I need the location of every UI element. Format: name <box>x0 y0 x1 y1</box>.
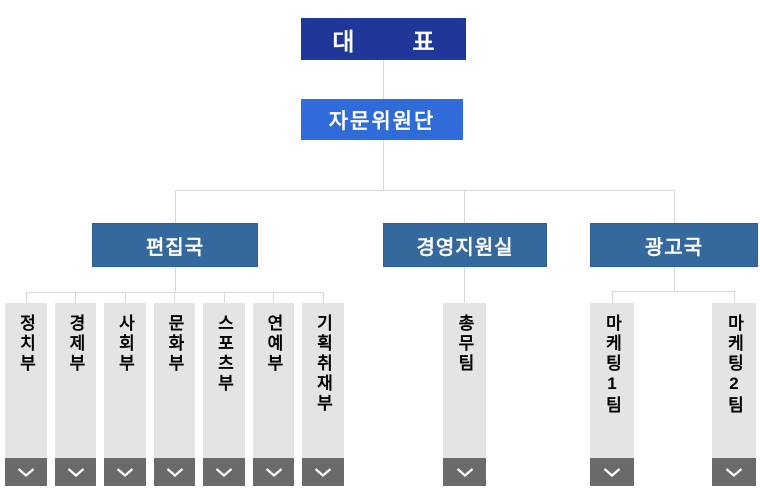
team-label: 마케팅1팀 <box>602 314 622 416</box>
team-card: 기획취재부 <box>302 303 344 486</box>
org-node-label: 자문위원단 <box>328 109 436 133</box>
connector-line <box>464 190 465 223</box>
team-card: 정치부 <box>5 303 47 486</box>
team-card: 사회부 <box>104 303 146 486</box>
org-node-label: 경영지원실 <box>416 236 514 259</box>
team-label: 경제부 <box>66 314 85 374</box>
chevron-down-icon <box>215 467 233 477</box>
team-expand-button[interactable] <box>154 458 195 486</box>
team-expand-button[interactable] <box>253 458 294 486</box>
connector-line <box>26 292 27 303</box>
connector-line <box>174 292 175 303</box>
team-label: 총무팀 <box>455 314 474 374</box>
chevron-down-icon <box>456 467 473 477</box>
team-label: 문화부 <box>165 314 184 374</box>
org-node-ceo: 대표 <box>301 18 466 60</box>
team-expand-button[interactable] <box>5 458 47 486</box>
chevron-down-icon <box>314 467 332 477</box>
org-node-label: 대표 <box>332 28 493 56</box>
org-node-label: 광고국 <box>644 236 704 259</box>
connector-line <box>464 267 465 303</box>
connector-line <box>224 292 225 303</box>
team-label: 스포츠부 <box>214 314 234 394</box>
connector-line <box>612 291 613 303</box>
team-label: 사회부 <box>115 314 135 374</box>
chevron-down-icon <box>67 467 84 477</box>
org-node-advertising-bureau: 광고국 <box>590 223 758 267</box>
org-node-management-support: 경영지원실 <box>383 223 547 267</box>
connector-line <box>75 292 76 303</box>
team-expand-button[interactable] <box>712 458 756 486</box>
team-expand-button[interactable] <box>302 458 344 486</box>
team-expand-button[interactable] <box>590 458 634 486</box>
team-card: 마케팅2팀 <box>712 303 756 486</box>
team-card: 경제부 <box>55 303 96 486</box>
team-card: 연예부 <box>253 303 294 486</box>
team-card: 스포츠부 <box>203 303 245 486</box>
team-card: 문화부 <box>154 303 195 486</box>
connector-line <box>273 292 274 303</box>
connector-line <box>175 190 176 223</box>
team-label: 연예부 <box>264 314 283 374</box>
chevron-down-icon <box>725 467 743 477</box>
chevron-down-icon <box>17 467 35 477</box>
org-node-label: 편집국 <box>145 236 205 259</box>
connector-line <box>323 292 324 303</box>
team-card: 총무팀 <box>443 303 486 486</box>
team-expand-button[interactable] <box>443 458 486 486</box>
connector-line <box>175 190 675 191</box>
connector-line <box>383 140 384 190</box>
connector-line <box>125 292 126 303</box>
team-expand-button[interactable] <box>55 458 96 486</box>
chevron-down-icon <box>116 467 134 477</box>
connector-line <box>674 267 675 291</box>
team-expand-button[interactable] <box>104 458 146 486</box>
org-node-advisory: 자문위원단 <box>301 99 463 140</box>
connector-line <box>674 190 675 223</box>
chevron-down-icon <box>265 467 282 477</box>
connector-line <box>734 291 735 303</box>
chevron-down-icon <box>166 467 183 477</box>
connector-line <box>175 267 176 292</box>
connector-line <box>26 292 324 293</box>
chevron-down-icon <box>603 467 621 477</box>
org-node-editorial-bureau: 편집국 <box>92 223 258 267</box>
team-label: 마케팅2팀 <box>724 314 744 416</box>
team-label: 기획취재부 <box>313 314 333 414</box>
team-card: 마케팅1팀 <box>590 303 634 486</box>
team-expand-button[interactable] <box>203 458 245 486</box>
connector-line <box>383 60 384 99</box>
team-label: 정치부 <box>16 314 36 374</box>
connector-line <box>612 291 734 292</box>
